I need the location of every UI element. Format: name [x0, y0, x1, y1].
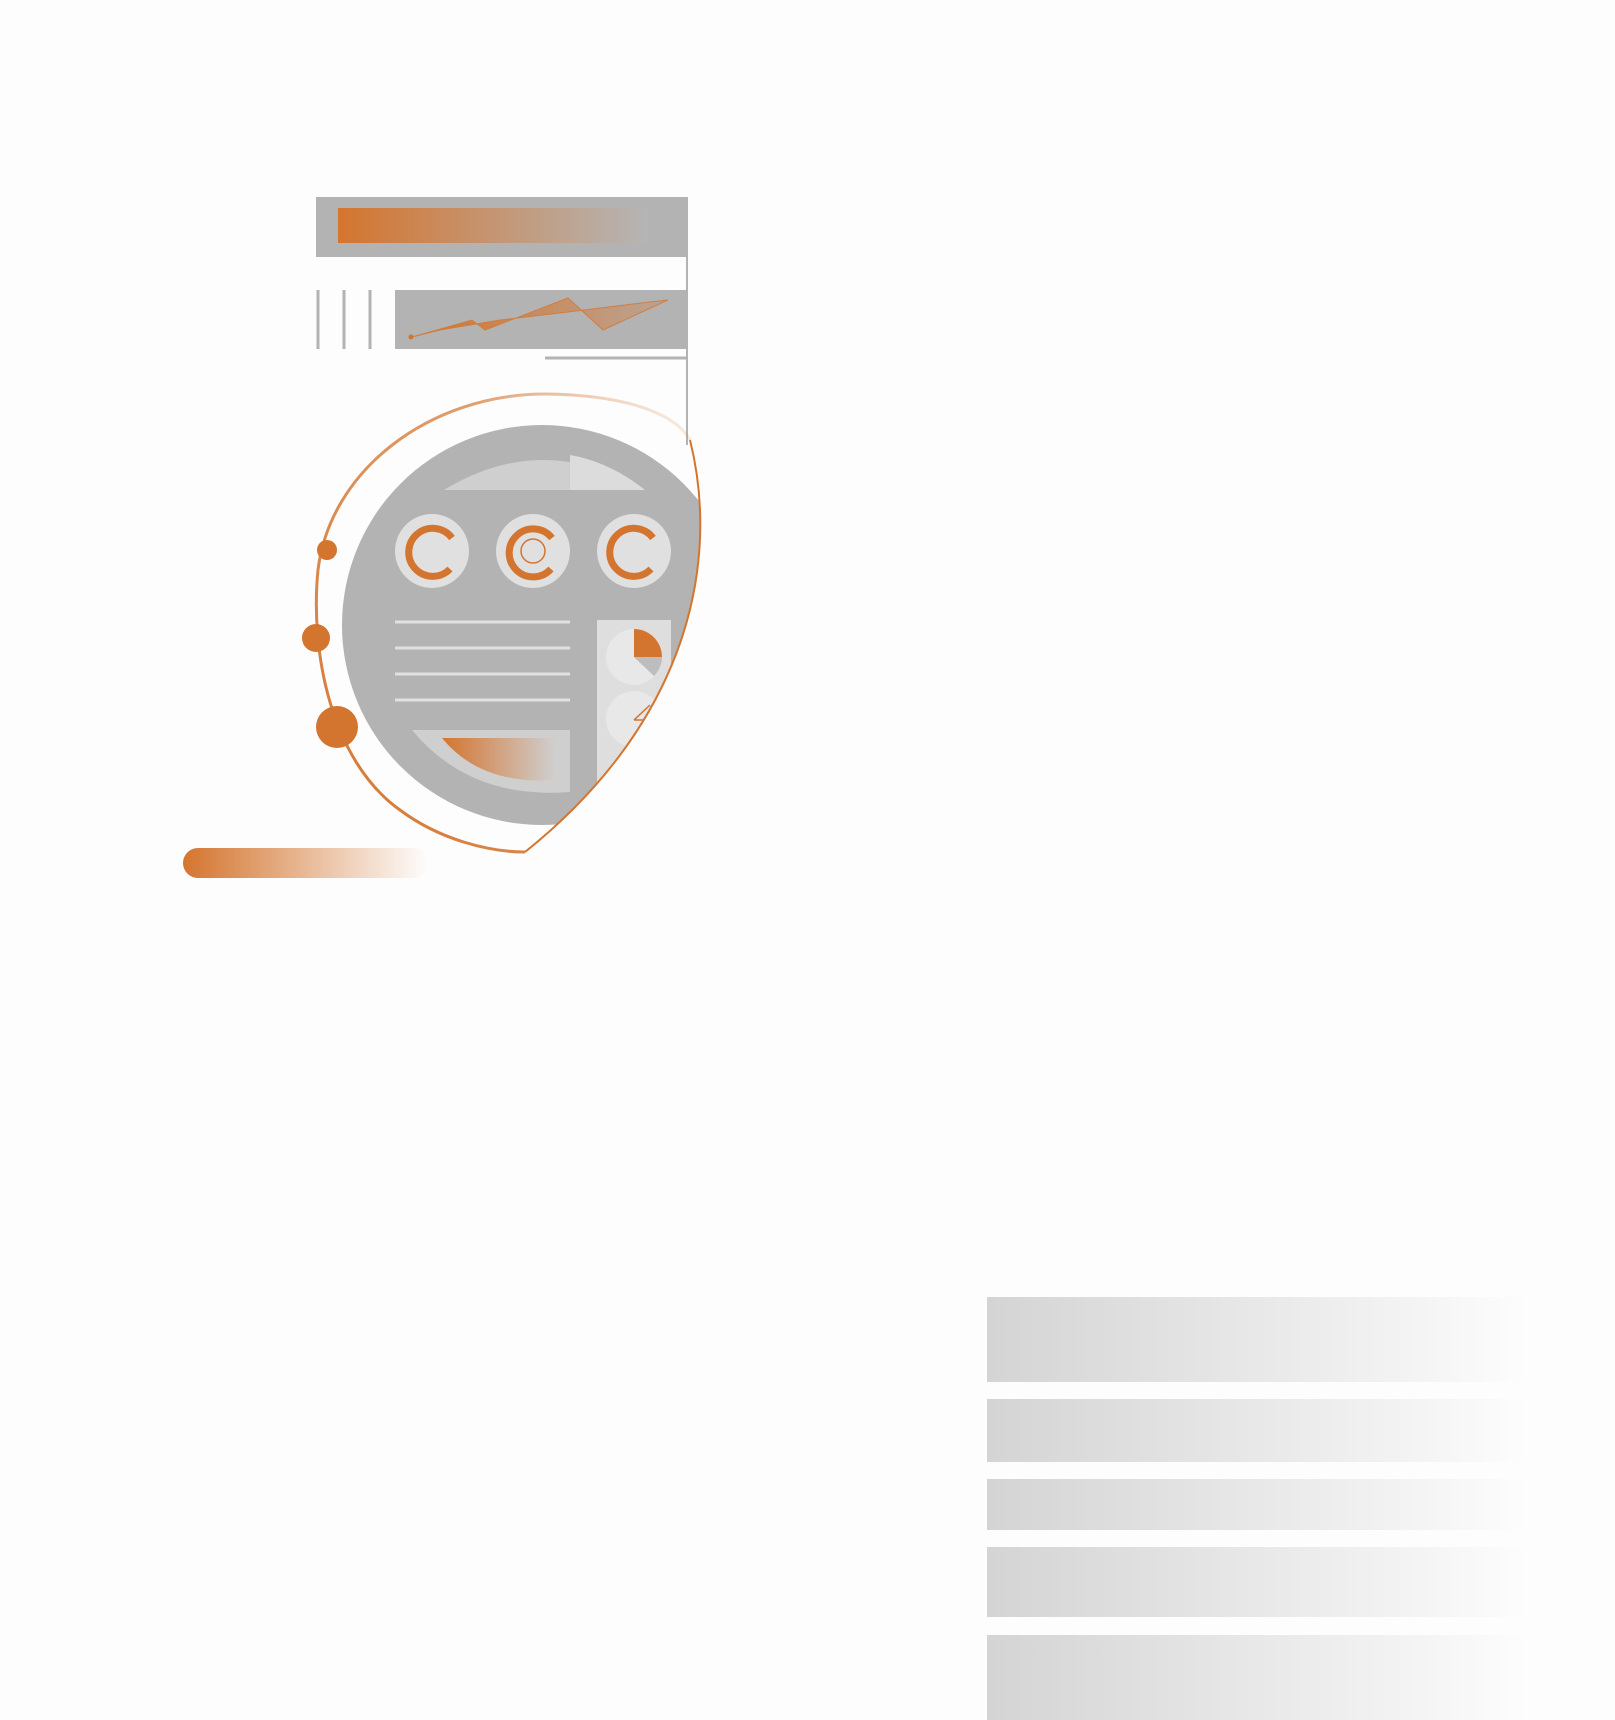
gradient-bar	[987, 1547, 1527, 1617]
dashboard-window	[316, 197, 688, 445]
gradient-bar	[987, 1297, 1527, 1382]
orbit-dot-large	[316, 706, 358, 748]
gradient-bar-stack	[987, 1297, 1527, 1720]
ring-chart-icon	[395, 514, 469, 588]
orbit-dot-medium	[302, 624, 330, 652]
window-title-bar	[338, 208, 648, 243]
line-chart-icon	[606, 691, 662, 747]
gradient-bar	[987, 1479, 1527, 1530]
magnifier-lens	[342, 425, 701, 825]
progress-bar-icon	[412, 730, 570, 793]
orbit-arc	[302, 392, 702, 854]
orbit-dot-small	[317, 540, 337, 560]
gradient-pill	[183, 848, 428, 878]
gradient-bar	[987, 1399, 1527, 1462]
line-chart-icon	[395, 290, 688, 349]
side-card-panel	[597, 620, 671, 808]
ring-chart-icon	[597, 514, 671, 588]
pie-chart-icon	[606, 629, 662, 685]
ring-chart-icon	[496, 514, 570, 588]
gradient-bar	[987, 1635, 1527, 1720]
